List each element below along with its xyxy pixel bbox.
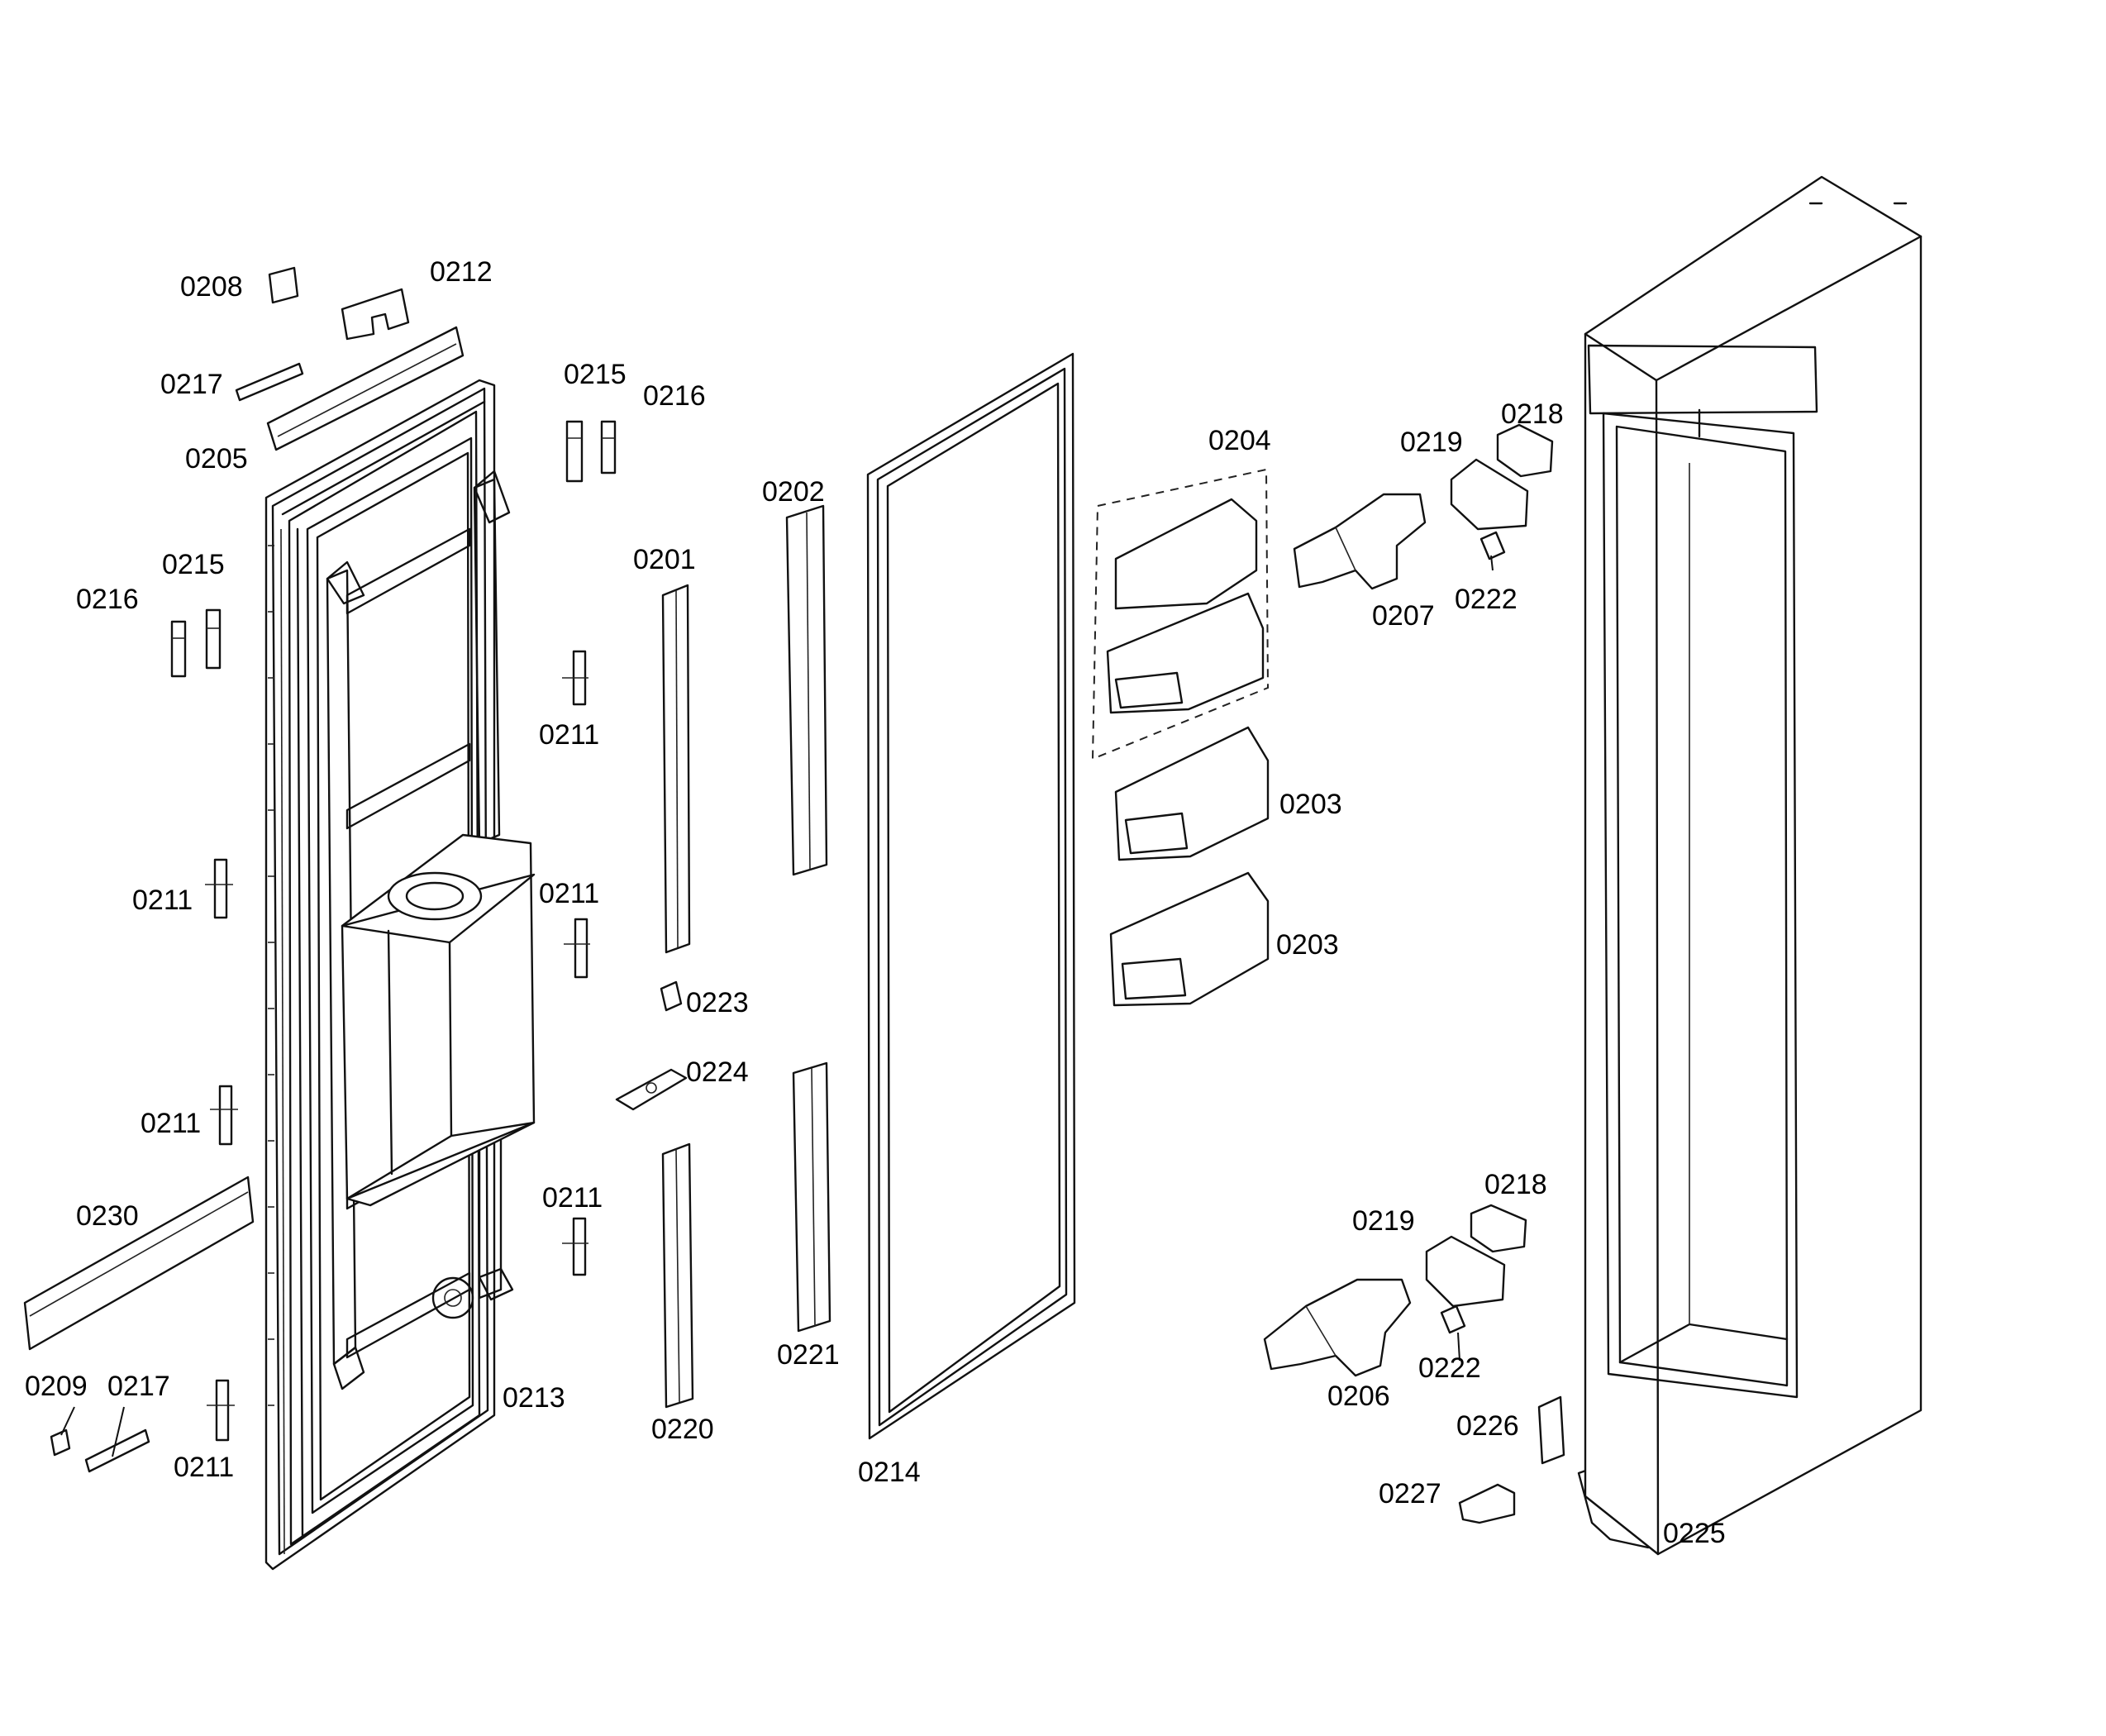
callout-0220: 0220 [651, 1414, 714, 1445]
callout-0222-bottom: 0222 [1418, 1352, 1481, 1384]
door-bins [1091, 468, 1270, 1007]
callout-labels: 0208 0212 0217 0205 0215 0216 0215 0216 … [25, 256, 1726, 1549]
clip-0211-c [564, 918, 590, 979]
callout-0217-bottom: 0217 [107, 1371, 170, 1402]
callout-0203-a: 0203 [1279, 789, 1342, 820]
door-gasket [866, 352, 1076, 1440]
small-clips [170, 420, 617, 1442]
callout-0212: 0212 [430, 256, 493, 288]
clip-0211-e [562, 1217, 588, 1276]
callout-0211-e: 0211 [542, 1182, 603, 1214]
callout-0207: 0207 [1372, 600, 1435, 632]
clip-0211-d [210, 1085, 238, 1146]
callout-0209: 0209 [25, 1371, 88, 1402]
clip-0215-top [565, 420, 584, 483]
callout-0215-top: 0215 [564, 359, 627, 390]
door-assembly [264, 379, 536, 1571]
callout-0201: 0201 [633, 544, 696, 575]
clip-0211-a [562, 650, 588, 706]
callout-0219-bottom: 0219 [1352, 1205, 1415, 1237]
clip-0215-left [205, 608, 222, 670]
callout-0223: 0223 [686, 987, 749, 1018]
callout-0227: 0227 [1379, 1478, 1441, 1509]
callout-0211-d: 0211 [141, 1108, 201, 1139]
clip-0211-f [207, 1379, 235, 1442]
refrigerator-cabinet [1584, 175, 1923, 1556]
callout-0203-b: 0203 [1276, 929, 1339, 961]
callout-0214: 0214 [858, 1457, 921, 1488]
bottom-left-parts [23, 1176, 255, 1473]
callout-0217-top: 0217 [160, 369, 223, 400]
callout-0213: 0213 [503, 1382, 565, 1414]
leader-lines [60, 555, 1494, 1457]
callout-0202: 0202 [762, 476, 825, 508]
callout-0204: 0204 [1208, 425, 1271, 456]
callout-0224: 0224 [686, 1056, 749, 1088]
callout-0216-left: 0216 [76, 584, 139, 615]
callout-0218-top: 0218 [1501, 398, 1564, 430]
vertical-trims [615, 504, 831, 1409]
callout-0211-c: 0211 [539, 878, 599, 909]
callout-0211-a: 0211 [539, 719, 599, 751]
callout-0208: 0208 [180, 271, 243, 303]
top-parts [235, 266, 465, 451]
callout-0211-f: 0211 [174, 1452, 234, 1483]
callout-0226: 0226 [1456, 1410, 1519, 1442]
callout-0219-top: 0219 [1400, 427, 1463, 458]
callout-0221: 0221 [777, 1339, 840, 1371]
callout-0206: 0206 [1327, 1381, 1390, 1412]
clip-0216-top [600, 420, 617, 475]
clip-0216-left [170, 620, 187, 678]
clip-0211-b [205, 858, 233, 919]
callout-0205: 0205 [185, 443, 248, 475]
callout-0222-top: 0222 [1455, 584, 1518, 615]
callout-0216-top: 0216 [643, 380, 706, 412]
callout-0215-left: 0215 [162, 549, 225, 580]
callout-0211-b: 0211 [132, 885, 193, 916]
callout-0230: 0230 [76, 1200, 139, 1232]
callout-0225: 0225 [1663, 1518, 1726, 1549]
callout-0218-bottom: 0218 [1484, 1169, 1547, 1200]
